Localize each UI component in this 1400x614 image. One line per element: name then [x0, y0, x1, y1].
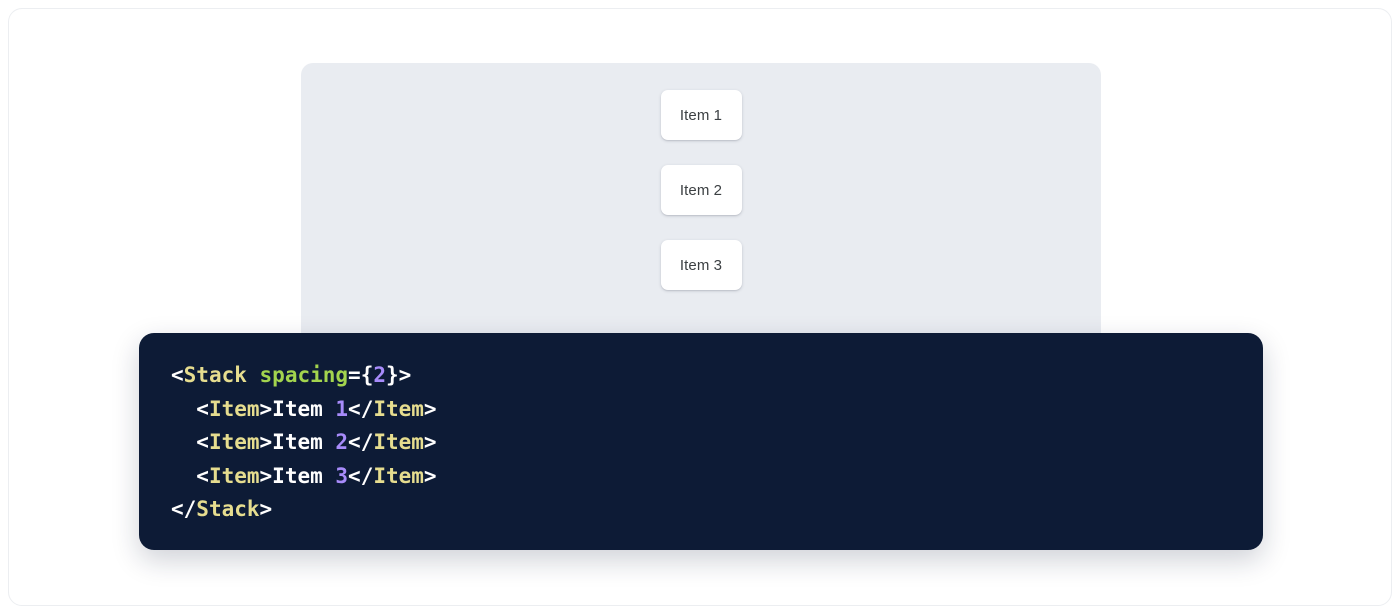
stack-item-label: Item 2 — [679, 181, 723, 199]
code-token-tag: Stack — [196, 497, 260, 522]
code-token-punct — [247, 363, 260, 387]
stack-container: Item 1 Item 2 Item 3 — [660, 90, 742, 290]
code-token-punct: > — [259, 497, 273, 522]
code-token-num: 3 — [335, 463, 349, 488]
code-token-punct: < — [171, 363, 184, 387]
code-token-tag: Item — [373, 430, 424, 455]
stack-item[interactable]: Item 3 — [660, 240, 742, 290]
code-token-punct: > — [259, 463, 273, 488]
code-token-punct: > — [423, 463, 437, 488]
code-token-tag: Item — [373, 396, 424, 421]
code-token-punct: }> — [386, 363, 412, 387]
code-snippet-block[interactable]: <Stack spacing={2}> <Item>Item 1</Item> … — [139, 333, 1263, 550]
code-token-punct: ={ — [348, 363, 374, 387]
code-line: <Stack spacing={2}> — [171, 359, 1263, 393]
stack-item[interactable]: Item 1 — [660, 90, 742, 140]
code-token-num: 2 — [373, 363, 386, 387]
code-token-punct: < — [171, 463, 209, 488]
component-preview-panel: Item 1 Item 2 Item 3 — [301, 63, 1101, 353]
code-token-punct: > — [423, 396, 437, 421]
code-snippet-text: <Stack spacing={2}> <Item>Item 1</Item> … — [171, 359, 1263, 527]
code-token-punct: < — [171, 430, 209, 455]
code-token-tag: Item — [208, 463, 260, 488]
code-token-attr: spacing — [259, 363, 349, 387]
code-token-punct: > — [259, 430, 273, 455]
page-frame: Item 1 Item 2 Item 3 <Stack spacing={2}>… — [8, 8, 1392, 606]
code-line: <Item>Item 2</Item> — [171, 426, 1263, 460]
code-token-tag: Item — [208, 396, 260, 421]
code-token-punct: </ — [348, 430, 374, 455]
code-token-num: 2 — [335, 430, 349, 455]
code-token-punct: > — [259, 396, 273, 421]
code-token-tag: Item — [208, 430, 260, 455]
code-line: <Item>Item 1</Item> — [171, 393, 1263, 427]
stack-item[interactable]: Item 2 — [660, 165, 742, 215]
stack-item-label: Item 1 — [679, 106, 723, 124]
code-token-tag: Stack — [183, 363, 247, 387]
code-line: <Item>Item 3</Item> — [171, 460, 1263, 494]
code-token-text: Item — [272, 396, 336, 421]
code-token-text: Item — [272, 463, 336, 488]
code-token-punct: </ — [171, 497, 197, 522]
stack-item-label: Item 3 — [679, 256, 723, 274]
code-token-text: Item — [272, 430, 336, 455]
code-render: <Stack spacing={2}> <Item>Item 1</Item> … — [171, 359, 1263, 527]
code-token-punct: </ — [348, 463, 374, 488]
code-line: </Stack> — [171, 493, 1263, 527]
code-token-punct: < — [171, 396, 209, 421]
code-token-num: 1 — [335, 396, 349, 421]
code-token-tag: Item — [373, 463, 424, 488]
code-token-punct: > — [423, 430, 437, 455]
code-token-punct: </ — [348, 396, 374, 421]
